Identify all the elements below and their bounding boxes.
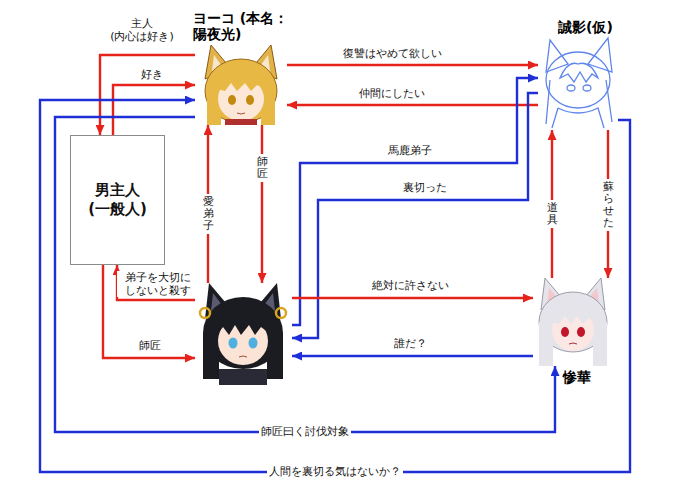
relation-arrow — [100, 55, 195, 135]
relation-arrow — [40, 100, 630, 472]
relation-label: 誰だ？ — [392, 337, 429, 350]
relation-arrow — [287, 64, 538, 66]
black-haired-girl-illustration — [200, 283, 286, 385]
relation-arrow — [113, 85, 195, 135]
relation-arrow — [292, 78, 538, 325]
relation-arrow — [261, 125, 263, 283]
relation-label: 師匠 — [137, 339, 163, 352]
character-name: ヨーコ (本名：陽夜光) — [193, 10, 301, 42]
relation-label: 師匠曰く討伐対象 — [259, 425, 351, 438]
relation-label: 好き — [139, 68, 165, 81]
relation-arrow — [292, 297, 533, 299]
sanka-character: 惨華 — [533, 278, 613, 366]
yoko-character: ヨーコ (本名：陽夜光) — [195, 45, 287, 125]
relation-label: 主人 (内心は好き) — [100, 17, 184, 43]
relation-label: 愛弟子 — [202, 194, 215, 234]
relation-arrow — [55, 117, 555, 432]
sanka-illustration — [539, 278, 607, 366]
relation-label: 馬鹿弟子 — [386, 144, 434, 157]
seiei-sketch — [546, 38, 612, 128]
relation-label: 道具 — [546, 200, 559, 228]
character-name: 誠影(仮) — [558, 19, 638, 35]
relation-label: 弟子を大切に しないと殺す — [117, 271, 199, 297]
character-name: 惨華 — [563, 369, 613, 385]
relation-label: 師匠 — [256, 154, 269, 182]
protagonist-box: 男主人 (一般人) — [70, 135, 165, 265]
relation-label: 復讐はやめて欲しい — [341, 47, 444, 60]
black-haired-girl-character — [195, 283, 292, 385]
relation-label: 蘇らせた — [602, 179, 615, 231]
relation-arrow — [292, 355, 533, 357]
relation-arrow — [292, 93, 538, 338]
relation-label: 絶対に許さない — [370, 279, 451, 292]
relation-arrow — [287, 104, 538, 106]
relation-label: 仲間にしたい — [357, 87, 427, 100]
seiei-character: 誠影(仮) — [538, 38, 618, 130]
relation-label: 人間を裏切る気はないか？ — [267, 465, 403, 478]
yoko-illustration — [205, 45, 277, 125]
relation-label: 裏切った — [401, 181, 449, 194]
node-text: 男主人 (一般人) — [83, 181, 153, 220]
